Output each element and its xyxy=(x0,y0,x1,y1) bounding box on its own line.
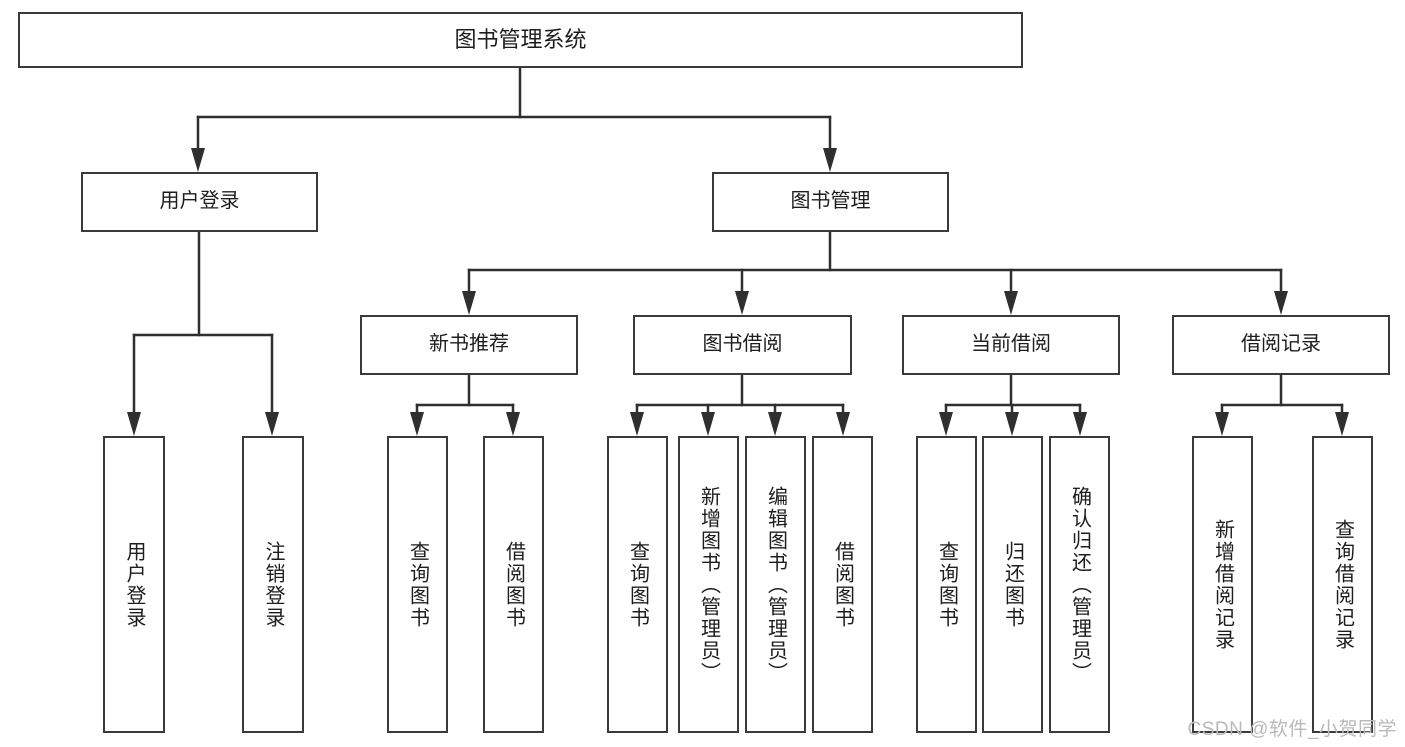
node-label: 新书推荐 xyxy=(429,333,509,356)
arrowhead xyxy=(462,291,476,315)
node-leaf-8[interactable]: 查询图书 xyxy=(916,436,977,733)
node-label: 新增借阅记录 xyxy=(1211,518,1234,651)
node-label: 查询图书 xyxy=(935,540,958,629)
node-level2-2[interactable]: 当前借阅 xyxy=(902,315,1120,375)
node-label: 借阅记录 xyxy=(1241,333,1321,356)
node-label: 图书管理系统 xyxy=(454,27,587,53)
node-label: 用户登录 xyxy=(159,190,240,213)
node-leaf-0[interactable]: 用户登录 xyxy=(103,436,165,733)
node-label: 确认归还（管理员） xyxy=(1068,485,1091,684)
node-leaf-1[interactable]: 注销登录 xyxy=(242,436,304,733)
node-level2-1[interactable]: 图书借阅 xyxy=(633,315,852,375)
arrowhead xyxy=(1335,412,1349,436)
arrowhead xyxy=(1073,412,1087,436)
node-label: 编辑图书（管理员） xyxy=(764,485,787,684)
arrowhead xyxy=(127,412,141,436)
node-label: 归还图书 xyxy=(1001,540,1024,629)
node-label: 注销登录 xyxy=(262,540,284,629)
node-leaf-5[interactable]: 新增图书（管理员） xyxy=(678,436,739,733)
node-label: 当前借阅 xyxy=(971,333,1051,356)
node-label: 图书管理 xyxy=(790,190,871,213)
node-leaf-4[interactable]: 查询图书 xyxy=(607,436,668,733)
node-label: 查询借阅记录 xyxy=(1331,518,1354,651)
node-level1-1[interactable]: 图书管理 xyxy=(712,172,949,232)
node-root-图书管理系统[interactable]: 图书管理系统 xyxy=(18,12,1023,68)
arrowhead xyxy=(836,412,850,436)
node-leaf-10[interactable]: 确认归还（管理员） xyxy=(1049,436,1110,733)
node-level2-0[interactable]: 新书推荐 xyxy=(360,315,578,375)
arrowhead xyxy=(1274,291,1288,315)
node-label: 借阅图书 xyxy=(831,540,854,629)
node-leaf-2[interactable]: 查询图书 xyxy=(387,436,448,733)
node-leaf-7[interactable]: 借阅图书 xyxy=(812,436,873,733)
node-label: 查询图书 xyxy=(626,540,649,629)
arrowhead xyxy=(265,412,279,436)
arrowhead xyxy=(1004,291,1018,315)
arrowhead xyxy=(768,412,782,436)
node-level2-3[interactable]: 借阅记录 xyxy=(1172,315,1390,375)
node-leaf-9[interactable]: 归还图书 xyxy=(982,436,1043,733)
arrowhead xyxy=(823,148,837,172)
arrowhead xyxy=(191,148,205,172)
arrowhead xyxy=(630,412,644,436)
node-leaf-12[interactable]: 查询借阅记录 xyxy=(1312,436,1373,733)
node-label: 图书借阅 xyxy=(702,333,783,356)
node-label: 用户登录 xyxy=(123,540,145,629)
arrowhead xyxy=(1005,412,1019,436)
arrowhead xyxy=(701,412,715,436)
node-leaf-11[interactable]: 新增借阅记录 xyxy=(1192,436,1253,733)
arrowhead xyxy=(506,412,520,436)
arrowhead xyxy=(1215,412,1229,436)
node-leaf-3[interactable]: 借阅图书 xyxy=(483,436,544,733)
node-level1-0[interactable]: 用户登录 xyxy=(81,172,318,232)
node-label: 借阅图书 xyxy=(502,540,525,629)
node-label: 查询图书 xyxy=(406,540,429,629)
arrowhead xyxy=(735,291,749,315)
node-label: 新增图书（管理员） xyxy=(697,485,720,684)
arrowhead xyxy=(939,412,953,436)
arrowhead xyxy=(410,412,424,436)
node-leaf-6[interactable]: 编辑图书（管理员） xyxy=(745,436,806,733)
